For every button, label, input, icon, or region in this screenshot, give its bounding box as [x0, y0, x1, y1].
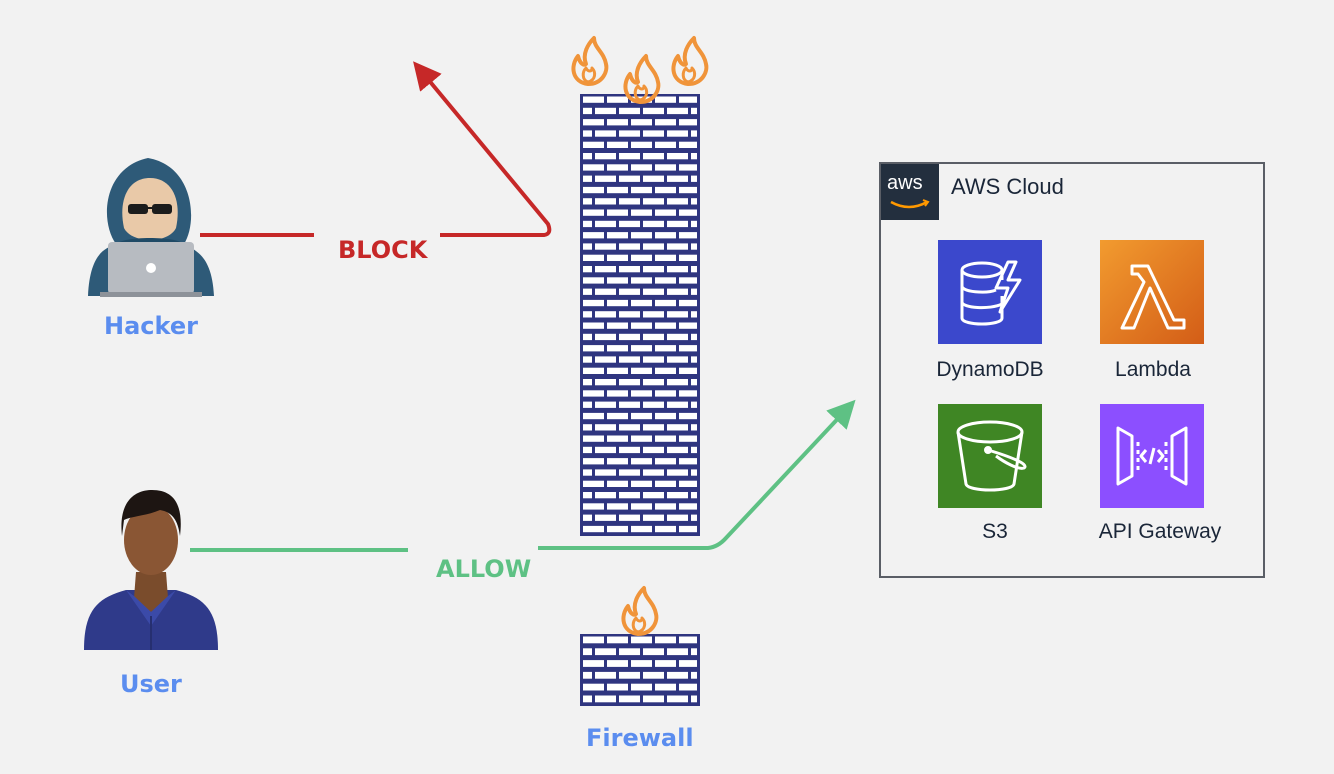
- allow-label: ALLOW: [436, 555, 532, 583]
- user-icon: [84, 490, 218, 650]
- block-label: BLOCK: [338, 236, 428, 264]
- api-gateway-icon: [1100, 404, 1204, 508]
- dynamodb-icon: [938, 240, 1042, 344]
- firewall-label: Firewall: [586, 724, 694, 752]
- firewall-icon: [580, 634, 700, 706]
- allow-connector: [190, 399, 856, 552]
- aws-cloud-group: aws AWS Cloud: [879, 162, 1265, 578]
- dynamodb-label: DynamoDB: [936, 358, 1044, 381]
- s3-bucket-icon: [938, 404, 1042, 508]
- lambda-label: Lambda: [1115, 358, 1191, 381]
- api-gateway-label: API Gateway: [1098, 520, 1222, 543]
- lambda-icon: [1100, 240, 1204, 344]
- aws-badge-text: aws: [887, 172, 923, 194]
- hacker-label: Hacker: [104, 312, 198, 340]
- fire-icon: [571, 36, 709, 104]
- firewall-wall-icon: [580, 94, 700, 536]
- aws-logo-icon: aws: [881, 164, 939, 220]
- s3-label: S3: [982, 520, 1008, 543]
- user-label: User: [120, 670, 182, 698]
- block-connector: [200, 61, 552, 237]
- aws-cloud-title: AWS Cloud: [951, 174, 1064, 199]
- fire-icon: [621, 586, 659, 636]
- hacker-icon: [88, 158, 214, 297]
